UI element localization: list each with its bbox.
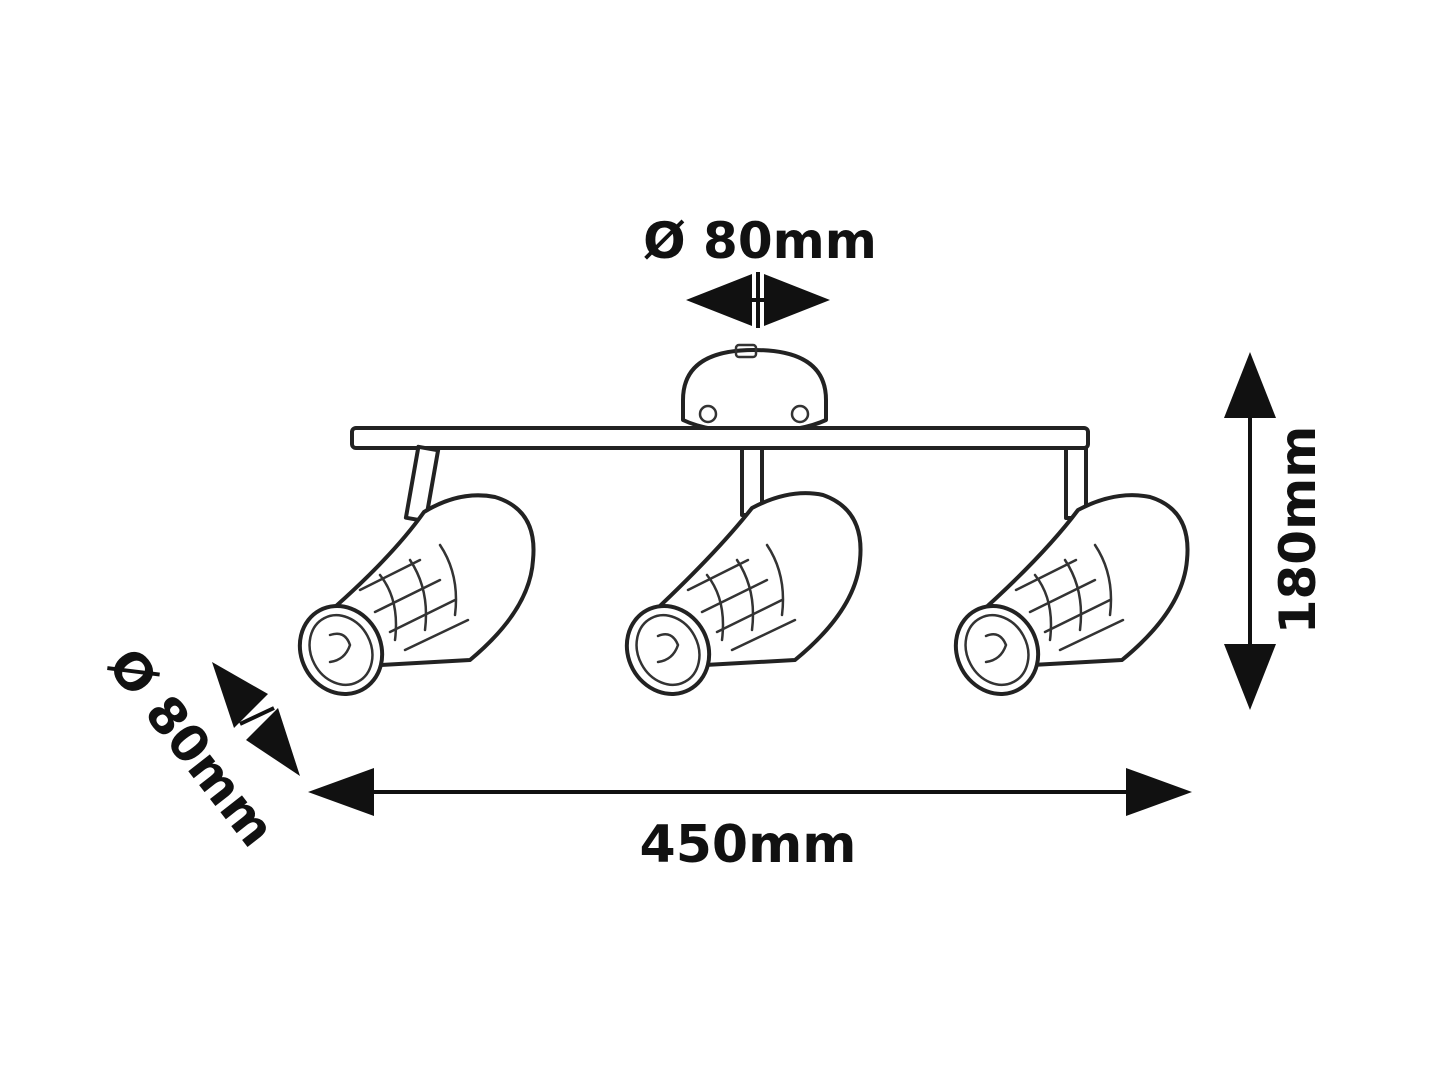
lamp-drawing xyxy=(297,343,1190,696)
spotlight-right xyxy=(953,446,1190,696)
spot-diameter-dimension: Ø 80mm xyxy=(97,638,300,857)
spotlight-left xyxy=(297,444,536,696)
canopy xyxy=(681,343,828,434)
height-dimension: 180mm xyxy=(1224,352,1327,710)
spot-diameter-arrow xyxy=(212,662,300,776)
length-dimension: 450mm xyxy=(308,768,1192,875)
mounting-bar xyxy=(350,426,1090,450)
length-label: 450mm xyxy=(640,815,857,875)
canopy-diameter-dimension: Ø 80mm xyxy=(643,212,877,328)
canopy-diameter-arrow xyxy=(686,272,830,328)
canopy-diameter-label: Ø 80mm xyxy=(643,212,877,270)
height-arrow xyxy=(1224,352,1276,710)
spotlight-center xyxy=(624,446,863,696)
height-label: 180mm xyxy=(1269,426,1327,635)
length-arrow xyxy=(308,768,1192,816)
